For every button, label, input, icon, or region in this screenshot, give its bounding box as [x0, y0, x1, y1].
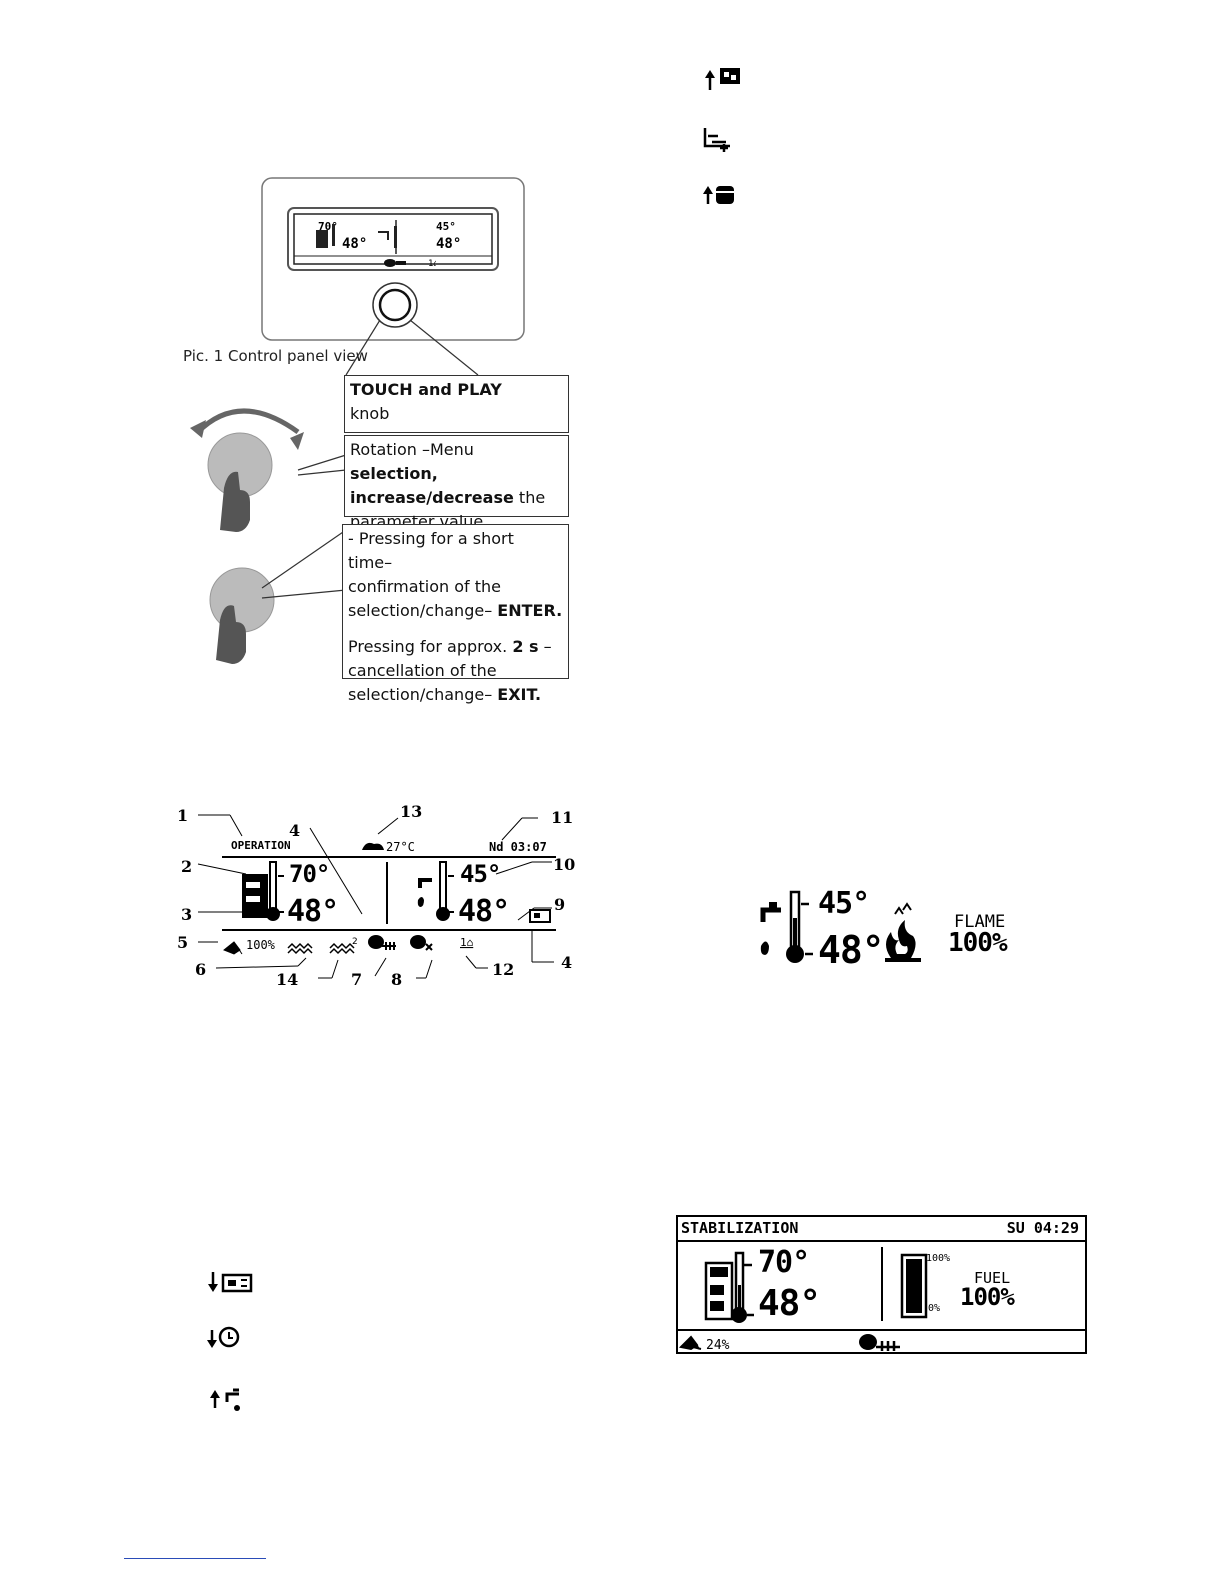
callout-5: 5: [177, 933, 189, 952]
stab-center-divider: [881, 1247, 883, 1321]
press-callout: - Pressing for a short time– confirmatio…: [342, 524, 569, 704]
flame-value: 100%: [948, 928, 1008, 958]
callout-13: 13: [400, 802, 423, 821]
callout-12: 12: [492, 960, 515, 979]
svg-text:2: 2: [352, 937, 358, 947]
flame-dhw-set: 45°: [818, 886, 870, 921]
rotation-text-1: Rotation –Menu: [350, 440, 474, 459]
stab-boiler-actual: 48°: [758, 1283, 821, 1324]
arrow-up-flag-icon: [705, 68, 740, 90]
callout-6: 6: [195, 960, 207, 979]
callout-9: 9: [554, 895, 566, 914]
fuel-label: FUEL: [974, 1269, 1011, 1287]
callout-7: 7: [351, 970, 363, 989]
callout-10: 10: [553, 855, 576, 874]
fan-percent: 100%: [246, 938, 275, 952]
boiler-actual-temp: 48°: [287, 894, 339, 929]
arrow-up-tap-icon: [210, 1388, 240, 1411]
arrow-down-clock-icon: [207, 1326, 240, 1348]
press-enter: ENTER.: [497, 601, 563, 620]
clock: Nd 03:07: [489, 840, 547, 854]
fuel-value: 100%: [960, 1283, 1015, 1311]
callout-3: 3: [181, 905, 193, 924]
footnote-rule: [124, 1558, 266, 1559]
svg-text:1⌂: 1⌂: [460, 936, 473, 949]
press-exit: EXIT.: [497, 685, 542, 704]
callout-4: 4: [289, 821, 301, 840]
touch-play-callout: TOUCH and PLAY knob: [344, 375, 569, 433]
mini-dhw-set: 45°: [436, 220, 456, 233]
rotation-bold-1: selection,: [350, 464, 438, 483]
callout-1: 1: [177, 806, 189, 825]
boiler-set-temp: 70°: [289, 860, 330, 888]
status-operation: OPERATION: [231, 839, 291, 852]
stab-top-divider: [678, 1240, 1085, 1242]
stab-boiler-set: 70°: [758, 1245, 810, 1280]
fuel-level-bar: [900, 1253, 928, 1319]
callout-4b: 4: [561, 953, 573, 972]
mini-dhw-actual: 48°: [436, 236, 462, 252]
mini-screen-icons: 1⌂: [316, 224, 436, 269]
dhw-set-temp: 45°: [460, 860, 501, 888]
boiler-icon: [704, 1251, 754, 1323]
rotation-callout: Rotation –Menu selection, increase/decre…: [344, 435, 569, 531]
press-line-4: Pressing for approx.: [348, 637, 513, 656]
press-line-2: confirmation of the: [348, 577, 501, 596]
pic1-caption: Pic. 1 Control panel view: [183, 347, 368, 365]
callout-14: 14: [276, 970, 299, 989]
rotation-text-2: the: [513, 488, 546, 507]
flame-dhw-actual: 48°: [818, 928, 885, 972]
main-screen-lines: 2 1⌂: [197, 814, 556, 979]
pump-icon: [859, 1334, 900, 1351]
flame-label: FLAME: [954, 912, 1006, 932]
stabilization-screen: STABILIZATION SU 04:29 70° 48° 100% 0% F…: [676, 1215, 1087, 1354]
press-duration: 2 s: [512, 637, 539, 656]
arrow-down-feeder-icon: [208, 1272, 253, 1293]
flame-panel-icons: [760, 890, 921, 963]
fan-icon: [679, 1335, 702, 1351]
press-line-3: selection/change–: [348, 601, 498, 620]
callout-2: 2: [181, 857, 193, 876]
touch-play-sub: knob: [350, 404, 390, 423]
fuel-bar-max: 100%: [926, 1253, 951, 1264]
fuel-bar-min: 0%: [928, 1303, 941, 1314]
control-panel-drawing: [190, 177, 525, 664]
arrow-up-tank-icon: [703, 186, 734, 204]
callout-8: 8: [391, 970, 403, 989]
touch-play-title: TOUCH and PLAY: [350, 380, 502, 399]
mini-boiler-actual: 48°: [342, 236, 368, 252]
press-line-6: selection/change–: [348, 685, 498, 704]
svg-text:1⌂: 1⌂: [428, 259, 436, 269]
schedule-icon: [703, 128, 730, 152]
stab-bottom-divider: [678, 1329, 1085, 1331]
dhw-actual-temp: 48°: [458, 894, 510, 929]
stab-clock: SU 04:29: [1006, 1219, 1079, 1237]
rotation-bold-2: increase/decrease: [350, 488, 514, 507]
press-line-4-end: –: [538, 637, 552, 656]
stab-status: STABILIZATION: [681, 1219, 799, 1237]
press-line-1: - Pressing for a short time–: [348, 529, 514, 572]
press-line-5: cancellation of the: [348, 661, 497, 680]
weather-temp: 27°C: [386, 840, 415, 854]
callout-11: 11: [551, 808, 574, 827]
stab-fan-percent: 24%: [706, 1338, 730, 1353]
